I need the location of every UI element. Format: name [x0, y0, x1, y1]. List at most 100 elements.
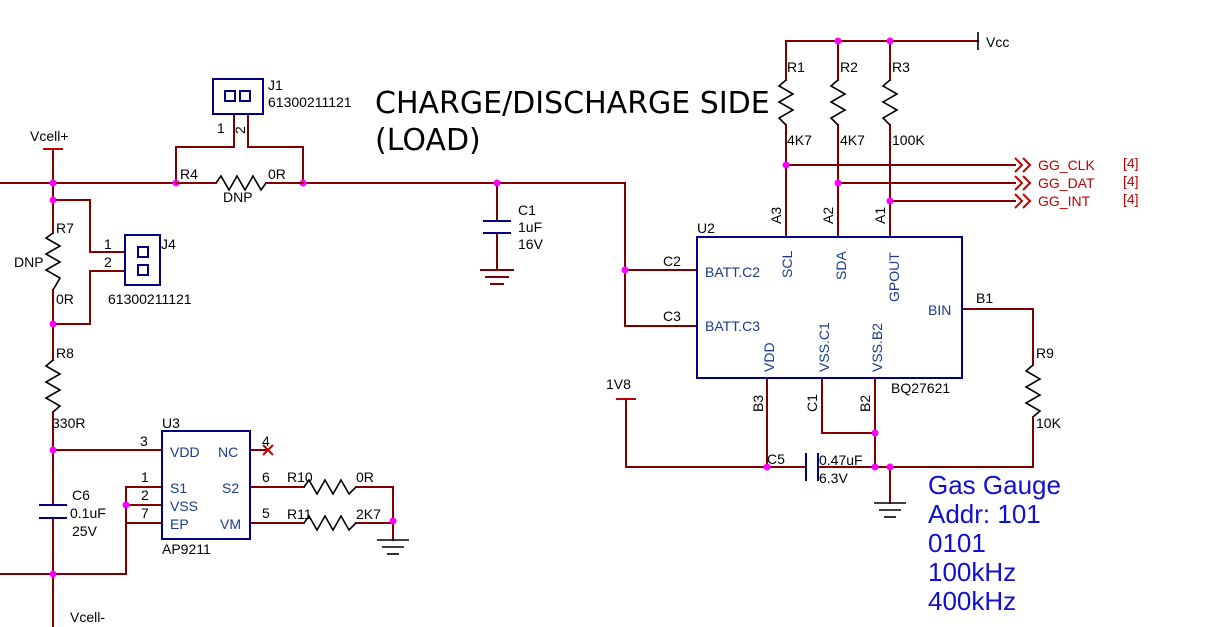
ground-symbol-u2: [874, 502, 906, 518]
gg-int-sheet: [4]: [1123, 191, 1139, 207]
j1-pin2: 2: [232, 126, 248, 134]
r3-ref: R3: [892, 59, 910, 75]
u2-pin-sda: SDA: [833, 251, 849, 280]
u2-pin-vss-b2: VSS.B2: [869, 323, 885, 372]
c1-voltage: 16V: [518, 236, 544, 252]
j4-pin2: 2: [104, 254, 112, 270]
r7-ref: R7: [56, 220, 74, 236]
gg-clk-sheet: [4]: [1123, 155, 1139, 171]
u3-pin-nc: NC: [218, 444, 238, 460]
vcell-neg-symbol: Vcell-: [70, 609, 105, 625]
resistor-r11: R11 2K7: [287, 506, 381, 532]
u3-pin-ep: EP: [170, 516, 189, 532]
capacitor-c5: C5 0.47uF 6.3V: [767, 451, 863, 486]
vcell-pos-label: Vcell+: [30, 128, 69, 144]
r4-value: 0R: [268, 166, 286, 182]
r4-note: DNP: [223, 189, 253, 205]
v1v8-symbol: 1V8: [606, 376, 636, 400]
u2-pin-bin: BIN: [928, 302, 951, 318]
r9-ref: R9: [1036, 345, 1054, 361]
j4-ref: J4: [161, 236, 176, 252]
capacitor-c6: C6 0.1uF 25V: [39, 487, 106, 539]
c6-ref: C6: [72, 487, 90, 503]
u2-ball-a2: A2: [820, 207, 836, 224]
gg-dat-sheet: [4]: [1123, 173, 1139, 189]
u2-ball-a3: A3: [768, 207, 784, 224]
resistor-r4: R4 0R DNP: [175, 166, 304, 205]
u2-part: BQ27621: [891, 380, 950, 396]
j1-pin1: 1: [217, 120, 225, 136]
u2-ref: U2: [697, 220, 715, 236]
u2-ball-b1: B1: [976, 290, 993, 306]
c5-ref: C5: [767, 451, 785, 467]
v1v8-label: 1V8: [606, 376, 631, 392]
gg-dat-label: GG_DAT: [1038, 175, 1095, 191]
u3-ref: U3: [162, 415, 180, 431]
off-page-gg-clk: GG_CLK [4]: [1014, 155, 1139, 173]
j4-part: 61300211121: [108, 291, 192, 307]
vcc-symbol: Vcc: [977, 32, 1009, 50]
gauge-note-line2: Addr: 101: [928, 499, 1041, 529]
u2-pin-batt-c3: BATT.C3: [705, 318, 760, 334]
ground-symbol-u3: [377, 539, 409, 555]
r4-ref: R4: [180, 166, 198, 182]
u2-ball-c2: C2: [663, 253, 681, 269]
junctions: [49, 37, 894, 578]
u2-pin-gpout: GPOUT: [886, 252, 902, 302]
u2-pin-batt-c2: BATT.C2: [705, 264, 760, 280]
vcell-pos-symbol: Vcell+: [30, 128, 69, 150]
u3-pin-num-5: 5: [262, 505, 270, 521]
gg-int-label: GG_INT: [1038, 193, 1091, 209]
r9-value: 10K: [1036, 415, 1062, 431]
u3-pin-s2: S2: [222, 480, 239, 496]
u2-ball-b3: B3: [750, 395, 766, 412]
r7-value: 0R: [56, 291, 74, 307]
u3-pin-num-7: 7: [141, 505, 149, 521]
section-heading-line1: CHARGE/DISCHARGE SIDE: [375, 86, 770, 121]
c5-value: 0.47uF: [819, 452, 863, 468]
u3-pin-vdd: VDD: [170, 444, 200, 460]
no-connect-mark: [262, 444, 274, 456]
gauge-note-line1: Gas Gauge: [928, 470, 1061, 500]
resistor-r9: R9 10K: [1024, 345, 1062, 431]
resistor-r8: R8 330R: [44, 345, 85, 431]
resistor-r7: R7 DNP 0R: [14, 220, 74, 307]
gg-clk-label: GG_CLK: [1038, 157, 1095, 173]
u3-pin-num-4: 4: [262, 433, 270, 449]
u3-pin-num-1: 1: [141, 469, 149, 485]
u3-pin-num-6: 6: [262, 469, 270, 485]
resistor-r10: R10 0R: [287, 469, 374, 496]
c1-ref: C1: [518, 202, 536, 218]
off-page-gg-int: GG_INT [4]: [1014, 191, 1139, 209]
r10-value: 0R: [356, 469, 374, 485]
r7-note: DNP: [14, 254, 44, 270]
resistor-r3: R3 100K: [881, 59, 925, 148]
u3-pin-num-2: 2: [141, 487, 149, 503]
vcc-label: Vcc: [986, 34, 1009, 50]
u2-pin-scl: SCL: [779, 251, 795, 278]
ic-u3: U3 AP9211 VDD NC S1 VSS EP S2 VM 3 4 1 2…: [140, 415, 274, 557]
u3-pin-vss: VSS: [170, 498, 198, 514]
vcell-neg-label: Vcell-: [70, 609, 105, 625]
capacitor-c1: C1 1uF 16V: [483, 202, 544, 252]
resistor-r1: R1 4K7: [777, 59, 812, 148]
r2-ref: R2: [840, 59, 858, 75]
r1-ref: R1: [787, 59, 805, 75]
resistor-r2: R2 4K7: [829, 59, 865, 148]
u2-pin-vss-c1: VSS.C1: [816, 322, 832, 372]
u2-ball-a1: A1: [872, 207, 888, 224]
r1-value: 4K7: [787, 132, 812, 148]
gas-gauge-note: Gas Gauge Addr: 101 0101 100kHz 400kHz: [928, 470, 1061, 616]
gauge-note-line5: 400kHz: [928, 586, 1016, 616]
c5-voltage: 6.3V: [819, 470, 848, 486]
off-page-gg-dat: GG_DAT [4]: [1014, 173, 1139, 191]
gauge-note-line4: 100kHz: [928, 557, 1016, 587]
r8-value: 330R: [52, 415, 85, 431]
r11-ref: R11: [287, 506, 312, 522]
j1-part: 61300211121: [268, 94, 352, 110]
u2-pin-vdd: VDD: [761, 342, 777, 372]
u3-pin-s1: S1: [170, 480, 187, 496]
c6-voltage: 25V: [72, 523, 98, 539]
r10-ref: R10: [287, 469, 313, 485]
